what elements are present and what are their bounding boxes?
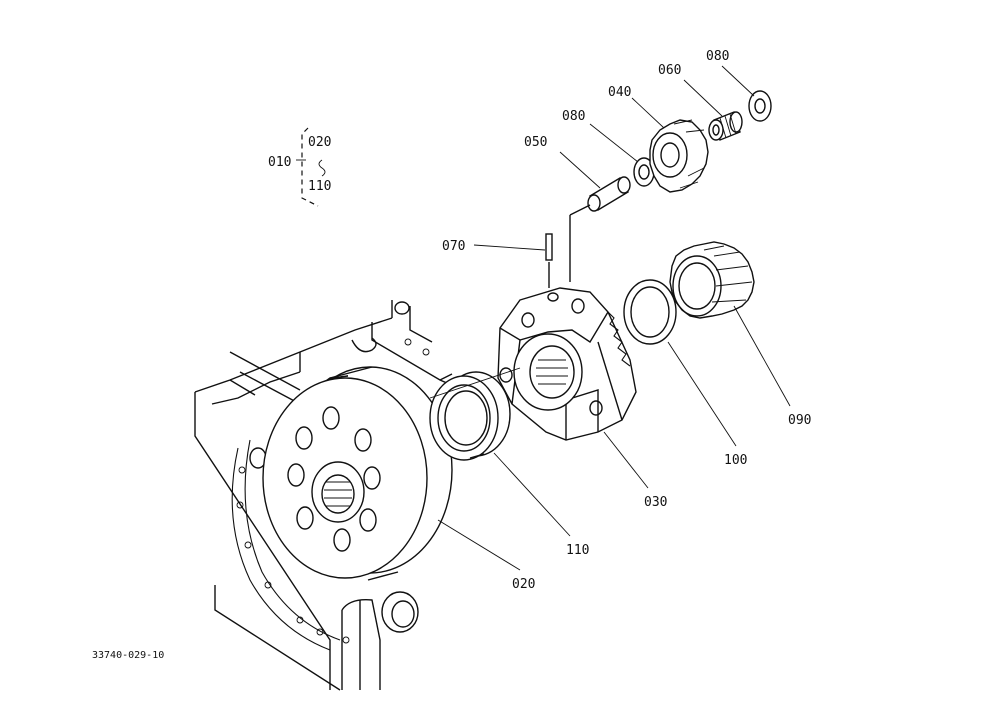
part-080-washer-right [748, 90, 772, 122]
group-bracket [296, 127, 326, 207]
part-030-carrier [497, 287, 637, 441]
group-label-020: 020 [308, 135, 331, 150]
part-060-needle-bearing [708, 111, 743, 141]
callout-080-right: 080 [706, 49, 729, 64]
callout-080-left: 080 [562, 109, 585, 124]
part-070-pin [545, 233, 553, 288]
callout-100: 100 [724, 453, 747, 468]
group-label-010: 010 [268, 155, 291, 170]
group-label-110: 110 [308, 179, 331, 194]
transmission-housing [194, 300, 473, 691]
callout-090: 090 [788, 413, 811, 428]
callout-110: 110 [566, 543, 589, 558]
part-020-drum [262, 366, 453, 581]
part-090-gear [669, 241, 755, 319]
figure-code: 33740-029-10 [92, 650, 164, 661]
callout-020: 020 [512, 577, 535, 592]
part-110-bearing [429, 371, 511, 461]
part-040-gear [649, 119, 709, 193]
part-050-shaft [569, 176, 631, 282]
callout-040: 040 [608, 85, 631, 100]
callout-030: 030 [644, 495, 667, 510]
callout-050: 050 [524, 135, 547, 150]
part-100-washer [623, 279, 677, 345]
leader-lines [429, 65, 791, 571]
callout-060: 060 [658, 63, 681, 78]
callout-070: 070 [442, 239, 465, 254]
